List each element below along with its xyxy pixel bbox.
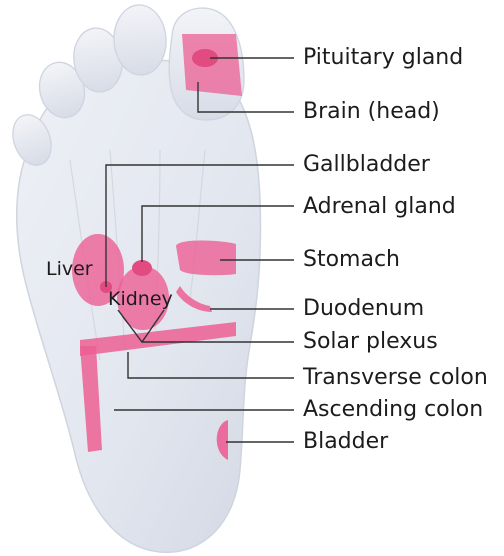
- label-gallbladder: Gallbladder: [303, 154, 430, 176]
- label-solar-plexus: Solar plexus: [303, 331, 438, 353]
- stomach-zone: [176, 241, 236, 276]
- label-ascending-colon: Ascending colon: [303, 399, 483, 421]
- label-stomach: Stomach: [303, 249, 400, 271]
- label-duodenum: Duodenum: [303, 298, 424, 320]
- label-pituitary-gland: Pituitary gland: [303, 47, 463, 69]
- label-kidney: Kidney: [108, 290, 173, 309]
- adrenal-gland-zone: [132, 260, 152, 276]
- label-transverse-colon: Transverse colon: [303, 367, 488, 389]
- label-bladder: Bladder: [303, 431, 388, 453]
- label-liver: Liver: [46, 260, 93, 279]
- label-brain-head: Brain (head): [303, 101, 440, 123]
- label-adrenal-gland: Adrenal gland: [303, 196, 456, 218]
